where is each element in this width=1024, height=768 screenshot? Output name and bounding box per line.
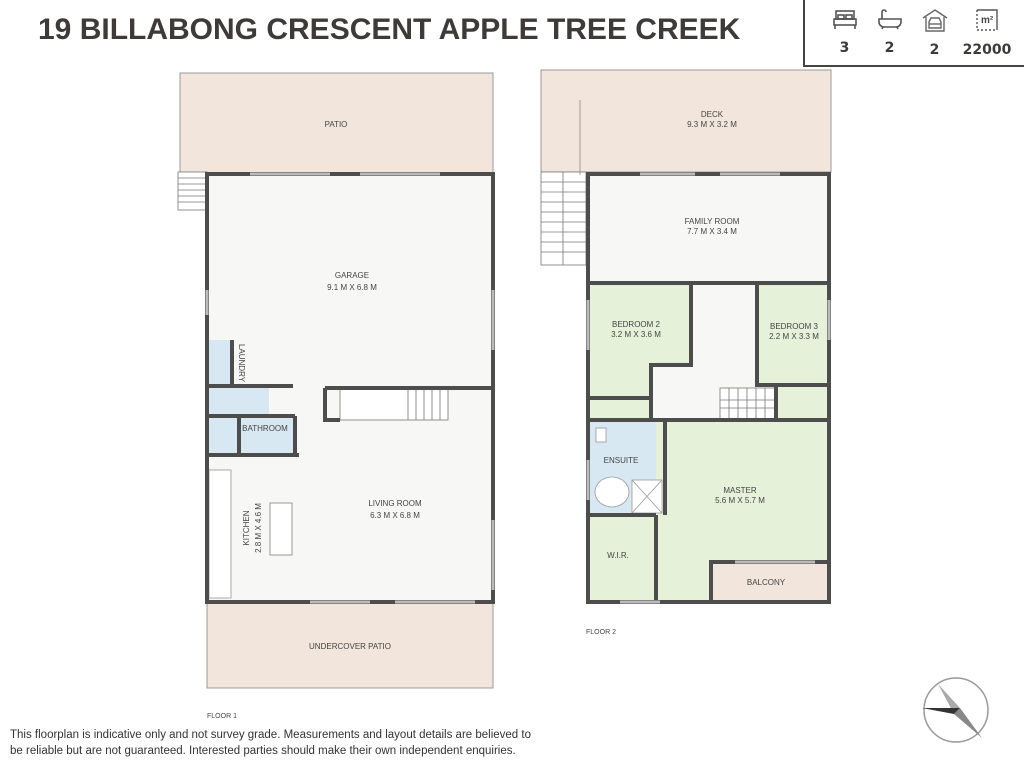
header-divider — [803, 0, 805, 66]
wir-area — [588, 515, 656, 602]
room-size: 2.2 M X 3.3 M — [769, 332, 819, 341]
room-label: MASTER — [723, 486, 757, 495]
garage-area — [207, 174, 493, 386]
room-label: KITCHEN — [242, 510, 251, 545]
header-underline — [803, 65, 1024, 67]
floor-label: FLOOR 1 — [207, 713, 237, 720]
stat-bedrooms: 3 — [822, 8, 867, 58]
stat-garage: 2 — [912, 8, 957, 58]
balcony-area — [711, 562, 831, 602]
bedroom-2-area — [588, 283, 691, 365]
deck-stairs — [540, 100, 587, 266]
property-stats: 3 2 2 m² 22000 — [822, 8, 1017, 58]
patio-area — [179, 72, 494, 176]
floor-1-windows — [205, 172, 495, 604]
room-size: 9.3 M X 3.2 M — [687, 120, 737, 129]
floor-2-walls — [586, 172, 831, 604]
room-label: LIVING ROOM — [368, 499, 422, 508]
family-room-area — [588, 174, 829, 283]
floor-2: DECK 9.3 M X 3.2 M FAMILY ROOM 7.7 M X 3… — [540, 69, 832, 636]
area-unit: m² — [981, 15, 994, 26]
bed-icon — [832, 10, 857, 29]
room-label: LAUNDRY — [237, 344, 246, 383]
stat-area: m² 22000 — [957, 8, 1017, 58]
garage-icon — [922, 9, 947, 32]
room-label: ENSUITE — [604, 456, 639, 465]
upper-stairs — [719, 387, 776, 421]
floor-2-windows — [586, 172, 831, 604]
page-title: 19 BILLABONG CRESCENT APPLE TREE CREEK — [38, 13, 741, 46]
room-size: 5.6 M X 5.7 M — [715, 496, 765, 505]
bedroom-3-robe — [776, 385, 829, 420]
ensuite-fixtures — [594, 427, 663, 514]
room-size: 3.2 M X 3.6 M — [611, 330, 661, 339]
room-label: BATHROOM — [242, 424, 288, 433]
room-size: 9.1 M X 6.8 M — [327, 283, 377, 292]
internal-stairs — [339, 388, 449, 421]
room-label: BEDROOM 3 — [770, 322, 819, 331]
room-label: BEDROOM 2 — [612, 320, 661, 329]
room-label: BALCONY — [747, 578, 786, 587]
area-icon: m² — [976, 9, 998, 31]
floor-label: FLOOR 2 — [586, 629, 616, 636]
kitchen-island — [269, 502, 293, 556]
deck-area — [540, 69, 832, 173]
bathroom-area-main — [209, 418, 295, 455]
disclaimer: This floorplan is indicative only and no… — [10, 729, 531, 757]
bedroom-2-robe — [588, 365, 651, 420]
compass-icon — [922, 677, 989, 743]
room-label: PATIO — [325, 120, 348, 129]
room-size: 7.7 M X 3.4 M — [687, 227, 737, 236]
bathroom-area — [209, 388, 269, 416]
kitchen-bench — [208, 469, 232, 599]
laundry-area — [209, 340, 232, 386]
room-label: FAMILY ROOM — [685, 217, 740, 226]
bedroom-3-area — [757, 283, 829, 385]
room-label: UNDERCOVER PATIO — [309, 642, 391, 651]
room-label: W.I.R. — [607, 551, 629, 560]
external-stairs — [177, 171, 208, 211]
stat-bathrooms: 2 — [867, 8, 912, 58]
room-label: GARAGE — [335, 271, 369, 280]
bath-icon — [877, 9, 902, 30]
room-size: 6.3 M X 6.8 M — [370, 511, 420, 520]
room-label: DECK — [701, 110, 724, 119]
room-size: 2.8 M X 4.6 M — [254, 503, 263, 553]
floor-1: PATIO GARAGE 9.1 M X 6.8 M LAUNDRY BATHR… — [177, 72, 495, 720]
